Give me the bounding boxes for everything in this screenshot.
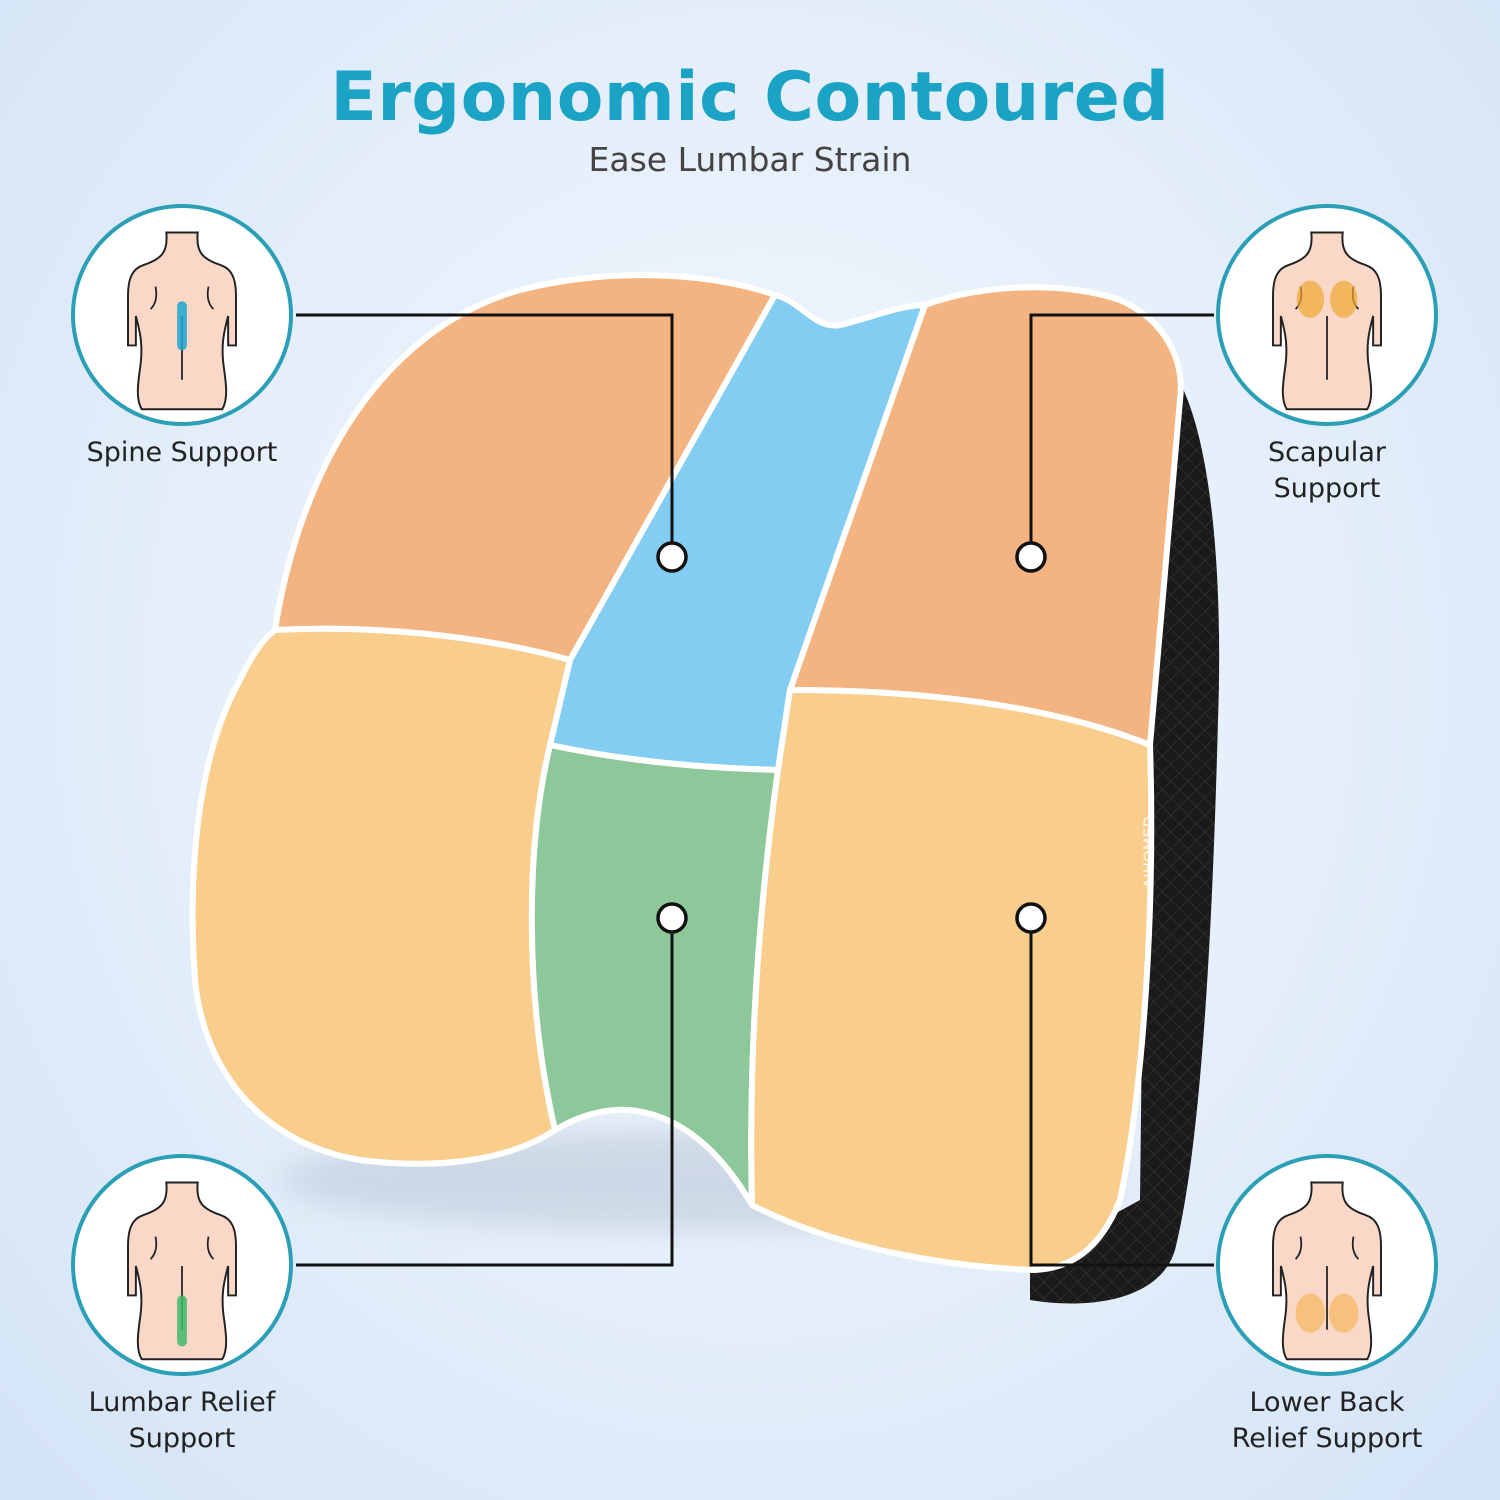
scapular-support-icon (1216, 204, 1438, 426)
page-subtitle: Ease Lumbar Strain (588, 140, 912, 179)
label-line: Scapular (1268, 437, 1386, 468)
marker-lower-back (1015, 902, 1047, 934)
connector-lower-back (1029, 930, 1214, 1267)
connector-spine (296, 313, 674, 545)
zone-lumbar (528, 742, 781, 1208)
connector-scapular (1029, 313, 1214, 545)
body-back-icon (127, 1181, 237, 1361)
label-line: Support (128, 1423, 236, 1454)
zone-lower-left (189, 625, 573, 1167)
lower-back-support-icon (1216, 1154, 1438, 1376)
marker-spine (656, 541, 688, 573)
brand-label: AIHOMED (1140, 815, 1156, 888)
cushion-back-mesh (1030, 350, 1220, 1304)
marker-lumbar (656, 902, 688, 934)
lumbar-support-icon (71, 1154, 293, 1376)
label-line: Relief Support (1231, 1423, 1423, 1454)
body-back-icon (127, 231, 237, 411)
marker-scapular (1015, 541, 1047, 573)
body-back-icon (1272, 1181, 1382, 1361)
page-title: Ergonomic Contoured (330, 58, 1170, 137)
body-back-icon (1272, 231, 1382, 411)
zone-lower-right (748, 687, 1155, 1273)
spine-support-icon (71, 204, 293, 426)
feature-label-spine: Spine Support (32, 435, 332, 471)
label-line: Lumbar Relief (88, 1387, 276, 1418)
label-line: Spine Support (86, 437, 278, 468)
label-line: Lower Back (1249, 1387, 1405, 1418)
connector-lumbar (296, 930, 674, 1267)
label-line: Support (1273, 473, 1381, 504)
